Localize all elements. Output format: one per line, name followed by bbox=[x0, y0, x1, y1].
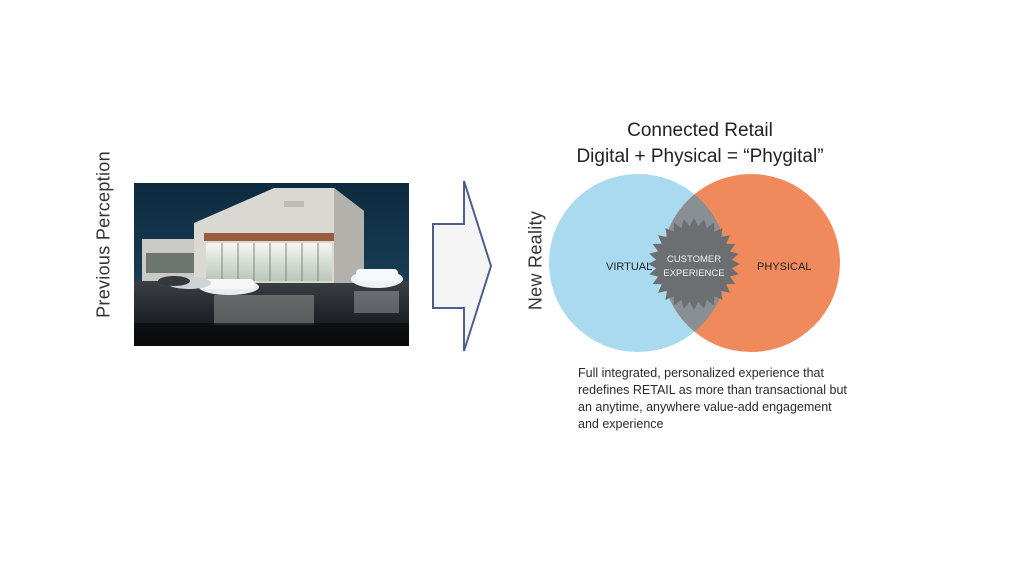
previous-perception-label: Previous Perception bbox=[93, 151, 114, 318]
car-dealership-photo bbox=[134, 183, 409, 346]
virtual-label: VIRTUAL bbox=[606, 261, 652, 273]
title-line-1: Connected Retail bbox=[627, 120, 773, 141]
description-text: Full integrated, personalized experience… bbox=[578, 366, 847, 431]
dealership-illustration bbox=[134, 183, 409, 346]
center-label-1: CUSTOMER bbox=[667, 254, 721, 265]
customer-experience-badge bbox=[648, 218, 740, 310]
overlap-region bbox=[662, 174, 727, 352]
physical-label: PHYSICAL bbox=[757, 261, 811, 273]
center-label-2: EXPERIENCE bbox=[663, 268, 724, 279]
title-line-2: Digital + Physical = “Phygital” bbox=[576, 146, 824, 167]
new-reality-label: New Reality bbox=[525, 210, 546, 311]
venn-diagram: VIRTUAL PHYSICAL CUSTOMER EXPERIENCE bbox=[548, 172, 842, 354]
connected-retail-title: Connected Retail Digital + Physical = “P… bbox=[520, 118, 880, 170]
right-arrow-icon bbox=[430, 178, 494, 354]
